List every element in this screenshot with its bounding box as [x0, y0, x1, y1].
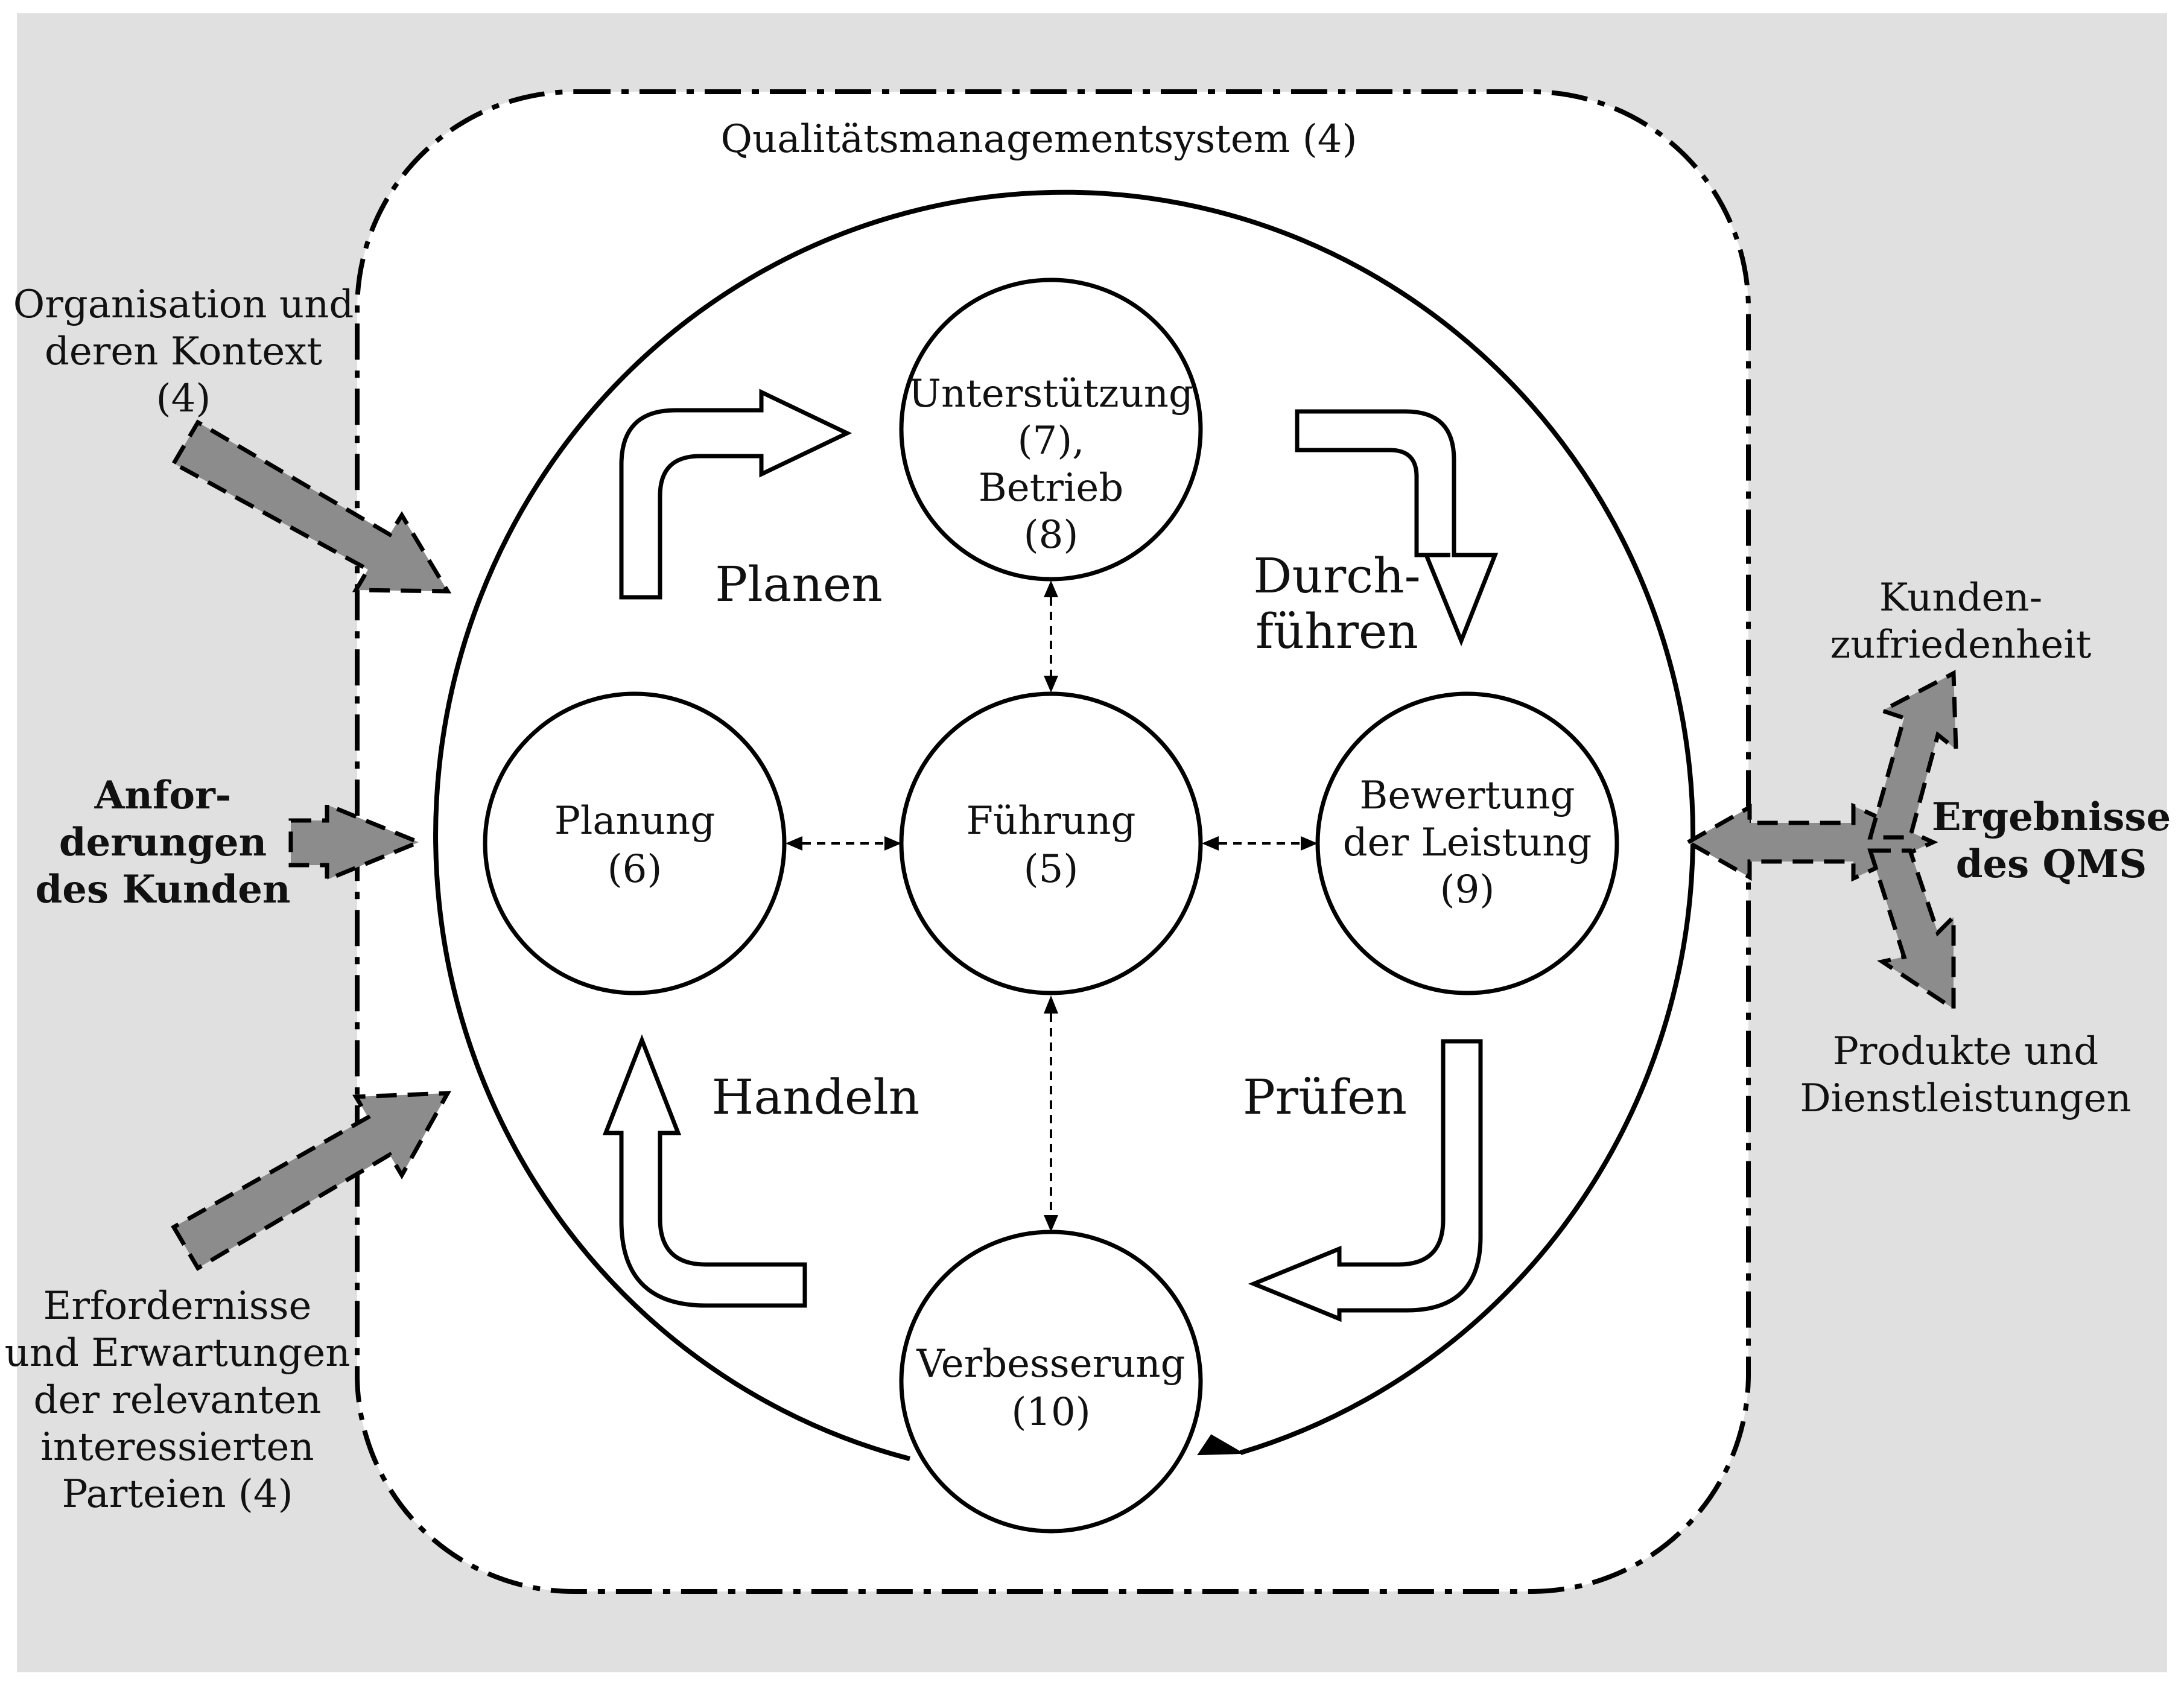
- erfordernisse-line-2: und Erwartungen: [5, 1331, 351, 1376]
- connector-right: [1202, 836, 1318, 851]
- anforderungen-line-2: derungen: [59, 820, 267, 865]
- planung-line-2: (6): [608, 847, 662, 892]
- output-arrow-produkte: [1867, 848, 1956, 1013]
- label-produkte: Produkte und Dienstleistungen: [1800, 1029, 2131, 1121]
- unterstuetzung-line-3: Betrieb: [979, 466, 1124, 510]
- label-ergebnisse: Ergebnisse des QMS: [1932, 795, 2171, 887]
- anforderungen-line-1: Anfor-: [94, 773, 232, 818]
- label-durchfuehren: Durch- führen: [1253, 548, 1420, 659]
- organisation-line-3: (4): [156, 376, 211, 421]
- cycle-ring-arrowhead: [1197, 1434, 1245, 1456]
- connector-bottom: [1044, 995, 1058, 1232]
- unterstuetzung-line-2: (7),: [1018, 419, 1085, 463]
- label-kunden: Kunden- zufriedenheit: [1830, 576, 2092, 667]
- unterstuetzung-line-4: (8): [1024, 513, 1079, 557]
- label-handeln: Handeln: [712, 1069, 920, 1125]
- circle-verbesserung-text: Verbesserung (10): [916, 1342, 1185, 1435]
- unterstuetzung-line-1: Unterstützung: [909, 372, 1193, 416]
- produkte-line-1: Produkte und: [1833, 1029, 2099, 1074]
- circle-planung: [483, 691, 787, 995]
- erfordernisse-line-3: der relevanten: [34, 1378, 322, 1423]
- bewertung-line-3: (9): [1440, 868, 1495, 912]
- organisation-line-1: Organisation und: [13, 282, 354, 327]
- connector-left: [786, 836, 901, 851]
- frame-title: Qualitätsmanagementsystem (4): [721, 117, 1357, 162]
- label-erfordernisse: Erfordernisse und Erwartungen der releva…: [5, 1284, 351, 1517]
- label-organisation: Organisation und deren Kontext (4): [13, 282, 354, 421]
- kunden-line-2: zufriedenheit: [1830, 623, 2092, 667]
- verbesserung-line-1: Verbesserung: [916, 1342, 1185, 1386]
- handeln-arrow: [602, 1034, 807, 1308]
- erfordernisse-line-1: Erfordernisse: [43, 1284, 312, 1328]
- circle-unterstuetzung-text: Unterstützung (7), Betrieb (8): [909, 372, 1193, 557]
- verbesserung-line-2: (10): [1011, 1390, 1090, 1435]
- fuehrung-line-2: (5): [1024, 847, 1079, 892]
- ergebnisse-line-1: Ergebnisse: [1932, 795, 2171, 840]
- label-anforderungen: Anfor- derungen des Kunden: [35, 773, 290, 912]
- bewertung-line-2: der Leistung: [1343, 820, 1592, 865]
- input-arrow-erfordernisse: [171, 1091, 452, 1271]
- output-arrow-kunden: [1867, 670, 1958, 840]
- circle-fuehrung: [899, 691, 1203, 995]
- label-pruefen: Prüfen: [1243, 1069, 1407, 1125]
- planung-line-1: Planung: [554, 799, 715, 843]
- circle-bewertung-text: Bewertung der Leistung (9): [1343, 773, 1592, 912]
- input-arrow-organisation: [171, 419, 452, 594]
- circle-unterstuetzung: [899, 278, 1203, 582]
- ergebnisse-line-2: des QMS: [1956, 842, 2147, 887]
- erfordernisse-line-5: Parteien (4): [62, 1472, 293, 1517]
- input-arrow-anforderungen: [288, 801, 425, 883]
- fuehrung-line-1: Führung: [967, 799, 1136, 843]
- produkte-line-2: Dienstleistungen: [1800, 1076, 2131, 1121]
- durchfuehren-line-1: Durch-: [1253, 548, 1420, 604]
- durchfuehren-arrow: [1295, 409, 1499, 647]
- circle-planung-text: Planung (6): [554, 799, 715, 892]
- bewertung-line-1: Bewertung: [1359, 773, 1575, 818]
- kunden-line-1: Kunden-: [1879, 576, 2043, 620]
- anforderungen-line-3: des Kunden: [35, 867, 290, 912]
- planen-arrow: [619, 389, 852, 600]
- durchfuehren-line-2: führen: [1255, 603, 1418, 659]
- erfordernisse-line-4: interessierten: [40, 1425, 314, 1470]
- label-planen: Planen: [715, 556, 883, 612]
- connector-top: [1044, 580, 1058, 693]
- organisation-line-2: deren Kontext: [45, 329, 322, 374]
- pruefen-arrow: [1248, 1039, 1483, 1322]
- circle-fuehrung-text: Führung (5): [967, 799, 1136, 892]
